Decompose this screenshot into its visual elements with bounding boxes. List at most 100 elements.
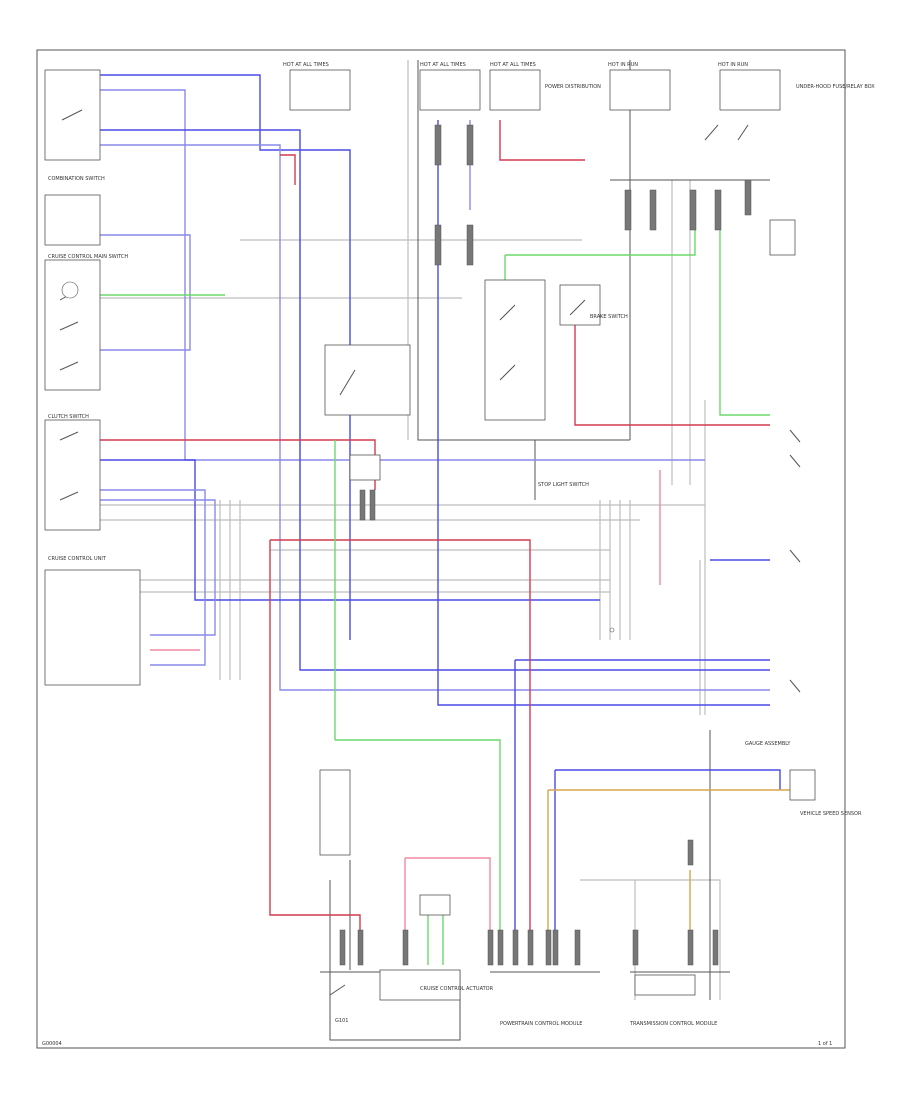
violet-wire — [100, 499, 216, 636]
fuse-box-top — [489, 69, 541, 111]
green-wire — [505, 200, 696, 256]
switch-contact — [737, 124, 749, 141]
connector-pin — [689, 189, 697, 231]
switch-contact — [789, 679, 801, 693]
blue-wire — [100, 129, 770, 671]
green-wire-group — [100, 200, 770, 965]
speed-sensor-box — [634, 974, 696, 996]
connector-pins — [339, 124, 752, 966]
connector-pin — [545, 929, 552, 966]
switch-contact — [789, 454, 801, 468]
blue-wire — [100, 459, 600, 601]
connector-pin — [712, 929, 719, 966]
switch-contact — [789, 429, 801, 443]
connector-pin — [359, 489, 366, 521]
red-wire — [100, 439, 376, 490]
label-cruise-main-switch: CRUISE CONTROL MAIN SWITCH — [48, 254, 128, 260]
violet-wire — [100, 489, 206, 666]
label-underhood-fuse-box: UNDER-HOOD FUSE/RELAY BOX — [796, 84, 875, 90]
switch-contact — [339, 369, 356, 396]
cruise-control-unit-box — [44, 569, 141, 686]
connector-pin — [512, 929, 519, 966]
actuator-body — [379, 969, 461, 1001]
connector-pin — [624, 189, 632, 231]
connector-pin — [487, 929, 494, 966]
blue-wire — [100, 74, 351, 640]
switch-contact — [704, 124, 719, 141]
switch-contact — [59, 361, 79, 371]
connector-pin — [434, 224, 442, 266]
knob-symbol — [61, 281, 79, 299]
red-wire — [270, 539, 531, 935]
switch-contact — [499, 304, 516, 321]
red-wire — [499, 120, 585, 161]
connector-pin — [552, 929, 559, 966]
ground-point — [609, 627, 615, 633]
black-wire — [329, 880, 461, 1041]
red-wire — [280, 154, 296, 185]
red-wire — [269, 540, 361, 935]
connector-pin — [744, 179, 752, 216]
fuse-box-top — [419, 69, 481, 111]
red-wire — [574, 305, 650, 426]
label-clutch-switch: CLUTCH SWITCH — [48, 414, 89, 420]
label-group: HOT AT ALL TIMES HOT AT ALL TIMES HOT AT… — [48, 62, 875, 1027]
connector-pin — [357, 929, 364, 966]
switch-contact — [569, 299, 586, 316]
label-pcm: POWERTRAIN CONTROL MODULE — [500, 1021, 582, 1027]
label-hot-in-run: HOT IN RUN — [718, 62, 748, 68]
black-wire-group — [320, 60, 770, 1041]
blue-wire — [555, 769, 781, 790]
label-gauge-assembly: GAUGE ASSEMBLY — [745, 741, 791, 747]
connector-pin — [434, 124, 442, 166]
label-tcm: TRANSMISSION CONTROL MODULE — [629, 1021, 717, 1027]
switch-symbols — [59, 109, 801, 996]
footer-page: 1 of 1 — [818, 1041, 832, 1047]
connector-pin — [497, 929, 504, 966]
orange-wire-group — [547, 789, 790, 935]
resistor-box — [769, 219, 796, 256]
label-hot-at-all-times: HOT AT ALL TIMES — [490, 62, 536, 68]
label-combination-switch: COMBINATION SWITCH — [48, 176, 105, 182]
label-hot-at-all-times: HOT AT ALL TIMES — [283, 62, 329, 68]
violet-wire — [100, 144, 770, 691]
black-wire — [417, 60, 630, 441]
cruise-main-switch-box — [44, 259, 101, 391]
connector-pin — [339, 929, 346, 966]
connector-pin — [466, 224, 474, 266]
fuse-box — [349, 454, 381, 481]
component-group — [44, 69, 816, 1001]
violet-wire — [100, 89, 705, 461]
green-wire — [719, 200, 770, 416]
fuse-box-top — [289, 69, 351, 111]
relay-box — [324, 344, 411, 416]
label-stop-light-switch: STOP LIGHT SWITCH — [538, 482, 589, 488]
relay-box-bottom — [319, 769, 351, 856]
switch-contact — [59, 491, 79, 501]
label-ground: G101 — [335, 1018, 348, 1024]
brake-switch-box — [484, 279, 546, 421]
switch-contact — [789, 549, 801, 563]
connector-box — [44, 194, 101, 246]
label-vehicle-speed-sensor: VEHICLE SPEED SENSOR — [800, 811, 862, 817]
connector-pin — [527, 929, 534, 966]
label-hot-at-all-times: HOT AT ALL TIMES — [420, 62, 466, 68]
violet-wire — [100, 234, 191, 351]
green-wire — [335, 739, 501, 935]
connector-pin — [687, 929, 694, 966]
fuse-box-top — [719, 69, 781, 111]
fuse-box-top — [609, 69, 671, 111]
switch-contact — [329, 984, 346, 996]
connector-pin — [574, 929, 581, 966]
blue-wire — [437, 120, 770, 706]
switch-contact — [59, 431, 79, 441]
switch-contact — [59, 321, 79, 331]
diagram-frame — [36, 49, 846, 1049]
footer-code: G00004 — [42, 1041, 62, 1047]
label-cruise-control-unit: CRUISE CONTROL UNIT — [48, 556, 107, 562]
pink-wire — [405, 857, 491, 935]
label-brake-switch: BRAKE SWITCH — [590, 314, 628, 320]
connector-pin — [369, 489, 376, 521]
